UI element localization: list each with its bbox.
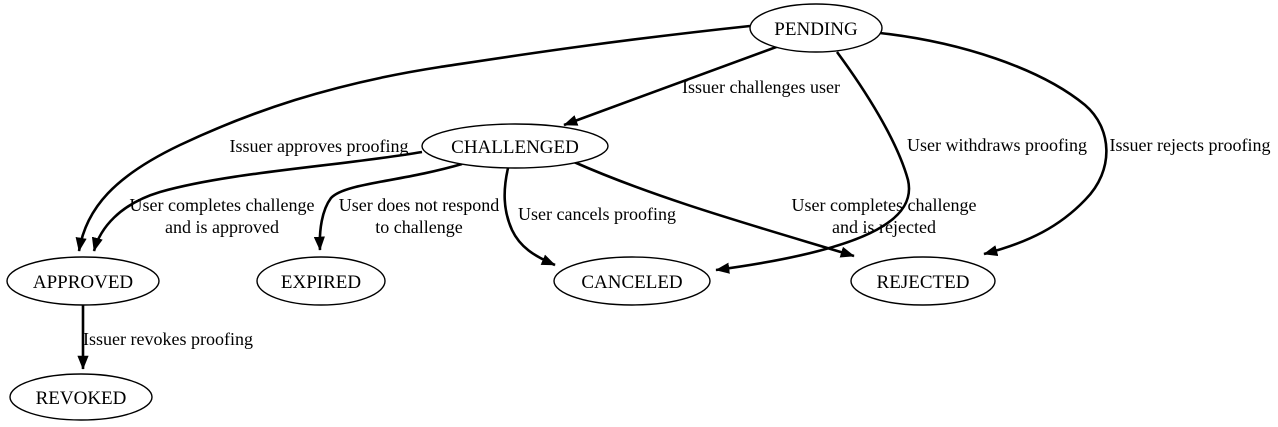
edge-challenged-approved: User completes challenge and is approved: [91, 150, 423, 252]
edges-layer: Issuer challenges user Issuer approves p…: [75, 24, 1271, 370]
edge-path-challenged-approved: [91, 150, 423, 252]
edge-label-challenged-canceled: User cancels proofing: [518, 204, 676, 224]
state-node-canceled: CANCELED: [553, 256, 711, 306]
state-label-expired: EXPIRED: [281, 272, 361, 293]
state-label-rejected: REJECTED: [877, 272, 970, 293]
edge-pending-challenged: Issuer challenges user: [563, 44, 840, 127]
state-ellipse-pending: [749, 3, 883, 53]
state-ellipse-expired: [256, 256, 386, 306]
edge-path-challenged-rejected: [573, 160, 855, 258]
state-label-pending: PENDING: [774, 19, 858, 40]
state-ellipse-rejected: [850, 256, 996, 306]
edge-label-challenged-rejected-line2: and is rejected: [832, 217, 936, 237]
edge-label-challenged-expired-line2: to challenge: [375, 217, 462, 237]
state-label-challenged: CHALLENGED: [451, 137, 579, 158]
state-node-pending: PENDING: [749, 3, 883, 53]
edge-path-pending-challenged: [563, 44, 780, 127]
state-label-revoked: REVOKED: [36, 388, 127, 409]
edge-path-pending-rejected: [879, 31, 1108, 257]
edge-label-challenged-expired-line1: User does not respond: [339, 195, 499, 215]
edge-label-approved-revoked: Issuer revokes proofing: [83, 329, 253, 349]
edge-label-pending-canceled: User withdraws proofing: [907, 135, 1087, 155]
state-ellipse-canceled: [553, 256, 711, 306]
state-node-expired: EXPIRED: [256, 256, 386, 306]
edge-approved-revoked: Issuer revokes proofing: [77, 305, 253, 370]
state-ellipse-challenged: [421, 123, 609, 169]
state-label-approved: APPROVED: [33, 272, 133, 293]
state-ellipse-approved: [6, 256, 160, 306]
state-node-challenged: CHALLENGED: [421, 123, 609, 169]
edge-label-pending-rejected: Issuer rejects proofing: [1110, 135, 1271, 155]
state-node-approved: APPROVED: [6, 256, 160, 306]
edge-label-pending-approved: Issuer approves proofing: [230, 136, 409, 156]
edge-path-pending-canceled: [715, 51, 911, 274]
edge-pending-rejected: Issuer rejects proofing: [879, 31, 1271, 257]
edge-label-challenged-approved-line2: and is approved: [165, 217, 279, 237]
state-node-rejected: REJECTED: [850, 256, 996, 306]
edge-challenged-expired: User does not respond to challenge: [313, 162, 499, 251]
state-node-revoked: REVOKED: [9, 373, 153, 421]
edge-path-challenged-canceled: [503, 167, 556, 267]
state-ellipse-revoked: [9, 373, 153, 421]
edge-challenged-canceled: User cancels proofing: [503, 167, 676, 267]
edge-label-pending-challenged: Issuer challenges user: [682, 77, 840, 97]
state-label-canceled: CANCELED: [581, 272, 682, 293]
edge-pending-canceled: User withdraws proofing: [715, 51, 1087, 274]
nodes-layer: PENDING CHALLENGED APPROVED EXPIRED CANC…: [6, 3, 996, 421]
edge-pending-approved: Issuer approves proofing: [75, 24, 751, 252]
edge-label-challenged-rejected-line1: User completes challenge: [792, 195, 977, 215]
edge-path-challenged-expired: [313, 162, 463, 251]
edge-path-pending-approved: [75, 24, 751, 252]
edge-challenged-rejected: User completes challenge and is rejected: [573, 160, 977, 258]
edge-label-challenged-approved-line1: User completes challenge: [130, 195, 315, 215]
